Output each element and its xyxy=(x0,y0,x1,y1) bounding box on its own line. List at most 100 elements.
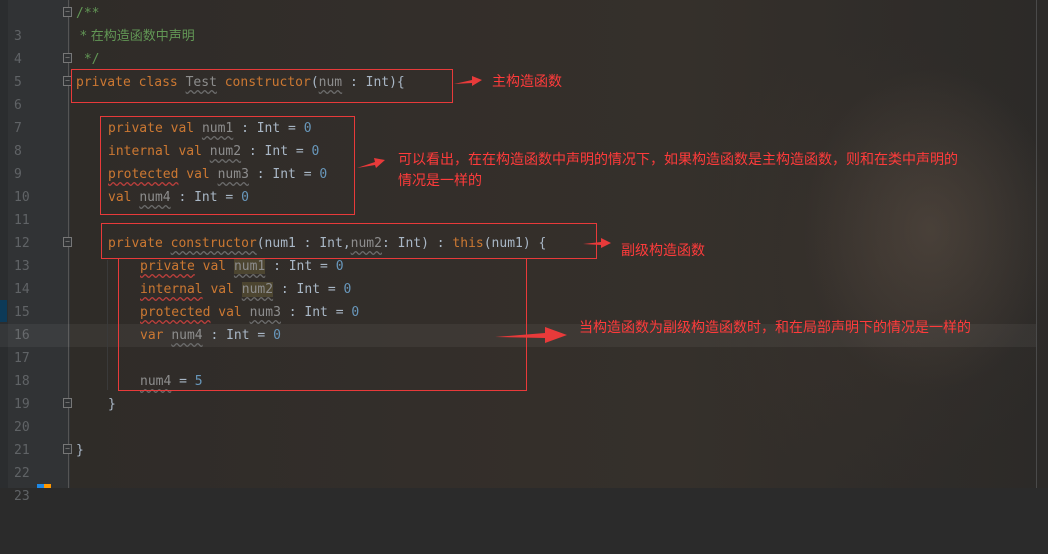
type-int: : Int xyxy=(280,305,328,320)
var-num3: num3 xyxy=(249,305,281,320)
param-num: num xyxy=(318,75,343,90)
code-editor[interactable]: 3 − /** 4 * 在构造函数中声明 5 − */ 6 − private … xyxy=(0,0,1048,504)
fold-toggle-icon[interactable]: − xyxy=(63,444,72,454)
param-num2: num2 xyxy=(350,236,382,251)
local-num4: var num4 : Int = 0 xyxy=(140,324,281,347)
assign-op: = xyxy=(295,167,320,182)
var-num1: num1 xyxy=(201,121,234,136)
paren: ( xyxy=(310,75,319,90)
code-line-20[interactable]: 20 − } xyxy=(0,393,1036,435)
code-line-3[interactable]: 3 − /** xyxy=(0,2,1036,44)
arrow-icon xyxy=(454,76,482,86)
code-line-7[interactable]: 7 xyxy=(0,94,1036,136)
code-line-12[interactable]: 12 xyxy=(0,209,1036,251)
indent-guide xyxy=(107,260,108,390)
var-num4: num4 xyxy=(171,328,203,343)
assign-op: = xyxy=(327,305,352,320)
line-number: 11 xyxy=(14,213,30,228)
value-zero: 0 xyxy=(303,121,312,136)
code-line-4[interactable]: 4 * 在构造函数中声明 xyxy=(0,25,1036,67)
code-line-9[interactable]: 9 internal val num2 : Int = 0 xyxy=(0,140,1036,182)
local-num1: private val num1 : Int = 0 xyxy=(140,255,344,278)
value-zero: 0 xyxy=(351,305,360,320)
app-icon xyxy=(37,484,51,488)
property-num1: private val num1 : Int = 0 xyxy=(108,117,312,140)
var-num4: num4 xyxy=(139,190,171,205)
line-number: 14 xyxy=(14,282,30,297)
line-number: 5 xyxy=(14,75,22,90)
var-num4: num4 xyxy=(140,374,172,389)
secondary-constructor: private constructor(num1 : Int,num2: Int… xyxy=(108,232,546,255)
kw-private: private xyxy=(76,75,131,90)
code-line-5[interactable]: 5 − */ xyxy=(0,48,1036,90)
kw-constructor: constructor xyxy=(170,236,257,251)
primary-ctor-highlight-box xyxy=(71,69,453,103)
assign-op: = xyxy=(280,121,304,136)
class-decl-note-line1: 可以看出，在在构造函数中声明的情况下，如果构造函数是主构造函数，则和在类中声明的 xyxy=(398,152,958,168)
line-number: 9 xyxy=(14,167,22,182)
code-line-13[interactable]: 13 − private constructor(num1 : Int,num2… xyxy=(0,232,1036,274)
kw-private: private xyxy=(108,236,163,251)
kw-protected: protected xyxy=(140,305,211,320)
kw-val: val xyxy=(178,144,202,159)
line-number: 17 xyxy=(14,351,30,366)
arrow-icon xyxy=(495,327,567,343)
type-int: : Int xyxy=(273,282,321,297)
local-num2: internal val num2 : Int = 0 xyxy=(140,278,351,301)
value-zero: 0 xyxy=(319,167,328,182)
kw-val: val xyxy=(170,121,195,136)
code-line-8[interactable]: 8 private val num1 : Int = 0 xyxy=(0,117,1036,159)
class-decl-note-line2: 情况是一样的 xyxy=(398,173,482,189)
comment-close: */ xyxy=(76,52,100,67)
code-line-19[interactable]: 19 num4 = 5 xyxy=(0,370,1036,412)
value-five: 5 xyxy=(194,374,203,389)
fold-toggle-icon[interactable]: − xyxy=(63,7,72,17)
right-margin-guide xyxy=(1036,0,1037,488)
code-line-22[interactable]: 22 − } xyxy=(0,439,1036,481)
assign-op: = xyxy=(249,328,274,343)
line-number: 21 xyxy=(14,443,30,458)
code-line-15[interactable]: 15 internal val num2 : Int = 0 xyxy=(0,278,1036,320)
gutter-strip xyxy=(0,0,8,488)
code-line-18[interactable]: 18 xyxy=(0,347,1036,389)
kw-constructor: constructor xyxy=(224,75,311,90)
line-number-gutter xyxy=(0,0,70,488)
code-line-21[interactable]: 21 xyxy=(0,416,1036,458)
code-line-11[interactable]: 11 val num4 : Int = 0 xyxy=(0,186,1036,228)
line-number: 4 xyxy=(14,52,22,67)
line-number: 3 xyxy=(14,29,22,44)
code-line-16[interactable]: 16 protected val num3 : Int = 0 xyxy=(0,301,1036,343)
comment-open: /** xyxy=(76,6,100,21)
kw-internal: internal xyxy=(140,282,203,297)
type-int: : Int xyxy=(265,259,313,274)
local-num3: protected val num3 : Int = 0 xyxy=(140,301,359,324)
value-zero: 0 xyxy=(343,282,352,297)
line-number: 20 xyxy=(14,420,30,435)
var-num2: num2 xyxy=(209,144,242,159)
close-brace: } xyxy=(76,443,84,458)
fold-toggle-icon[interactable]: − xyxy=(63,53,72,63)
var-num3: num3 xyxy=(217,167,249,182)
type-int: : Int xyxy=(233,121,281,136)
code-line-14[interactable]: 14 private val num1 : Int = 0 xyxy=(0,255,1036,297)
comment-body: * 在构造函数中声明 xyxy=(76,29,195,44)
kw-private: private xyxy=(108,121,163,136)
code-line-6[interactable]: 6 − private class Test constructor(num :… xyxy=(0,71,1036,113)
kw-class: class xyxy=(138,75,178,90)
type-int: : Int xyxy=(241,144,289,159)
property-num4: val num4 : Int = 0 xyxy=(108,186,249,209)
type-int: : Int, xyxy=(295,236,351,251)
fold-toggle-icon[interactable]: − xyxy=(63,398,72,408)
fold-toggle-icon[interactable]: − xyxy=(63,237,72,247)
line-number: 13 xyxy=(14,259,30,274)
code-line-23[interactable]: 23 xyxy=(0,462,1036,504)
property-num3: protected val num3 : Int = 0 xyxy=(108,163,327,186)
value-zero: 0 xyxy=(335,259,344,274)
code-line-10[interactable]: 10 protected val num3 : Int = 0 xyxy=(0,163,1036,205)
line-number: 12 xyxy=(14,236,30,251)
arrow-icon xyxy=(583,238,611,248)
type-int: : Int xyxy=(202,328,250,343)
assign-op: = xyxy=(320,282,344,297)
line-number: 19 xyxy=(14,397,30,412)
kw-private: private xyxy=(140,259,195,274)
